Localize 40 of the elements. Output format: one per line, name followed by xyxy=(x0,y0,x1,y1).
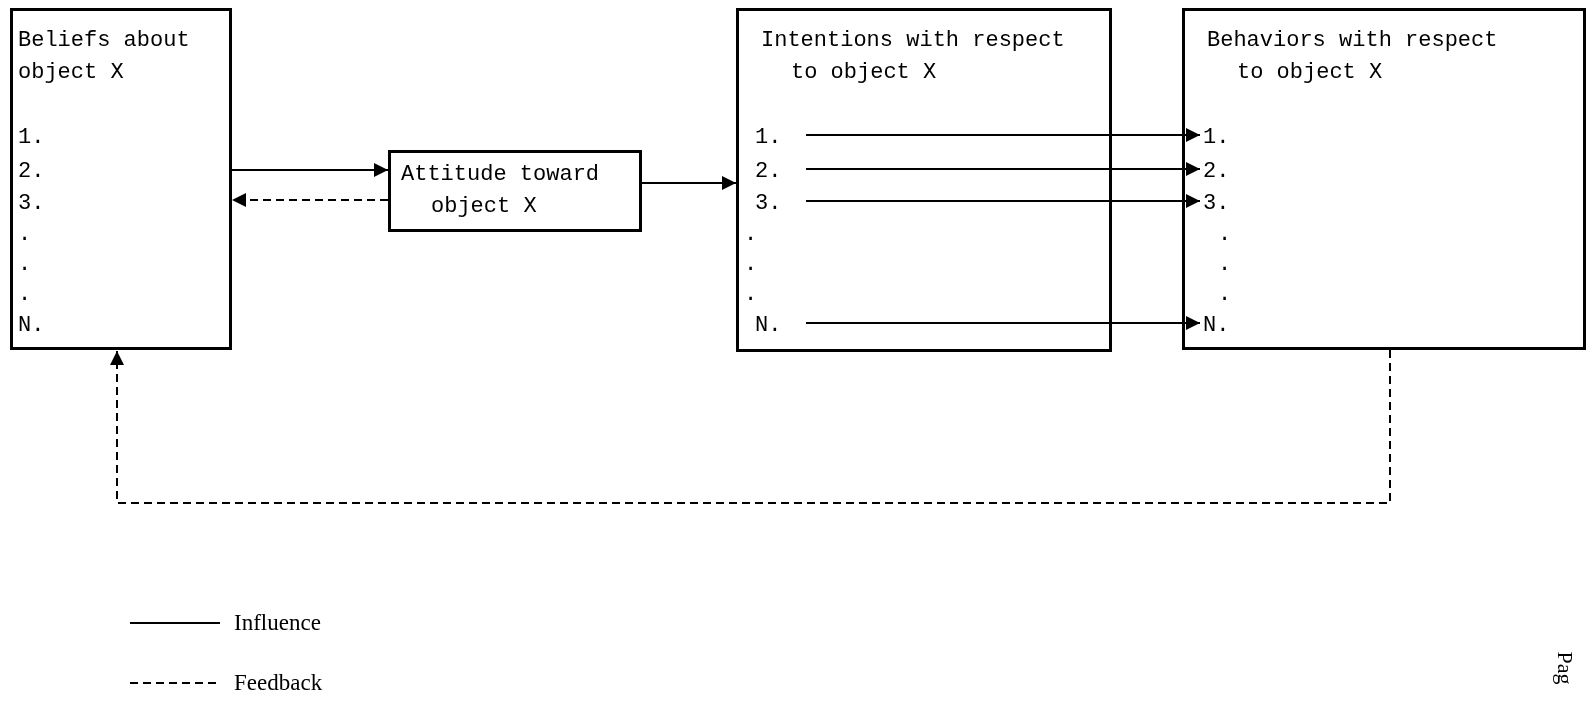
list-marker: . xyxy=(744,251,758,279)
legend-text: Influence xyxy=(234,609,321,637)
list-item: 3. xyxy=(1203,189,1243,219)
page-label: Pag xyxy=(1551,651,1578,685)
list-marker: . xyxy=(1218,281,1232,309)
list-item: 2. xyxy=(1203,157,1243,187)
list-item: 3. xyxy=(755,189,809,219)
feedback-arrow xyxy=(231,193,389,207)
list-item: 1. xyxy=(755,123,809,153)
influence-arrow xyxy=(805,316,1201,330)
box-heading: Behaviors with respect to object X xyxy=(1207,27,1499,87)
list-marker: . xyxy=(744,221,758,249)
box-heading: Beliefs about object X xyxy=(18,27,191,87)
influence-arrow xyxy=(641,176,737,190)
influence-arrow xyxy=(231,163,389,177)
concept-box xyxy=(388,150,642,232)
list-marker: . xyxy=(18,221,32,249)
list-item: N. xyxy=(1203,311,1243,341)
list-marker: N. xyxy=(18,312,45,340)
list-item: 2. xyxy=(755,157,809,187)
list-marker: . xyxy=(1218,221,1232,249)
list-marker: . xyxy=(18,281,32,309)
list-marker: 1. xyxy=(18,124,45,152)
list-marker: . xyxy=(18,251,32,279)
legend-text: Feedback xyxy=(234,669,323,697)
influence-arrow xyxy=(805,162,1201,176)
list-marker: . xyxy=(744,281,758,309)
list-item: 1. xyxy=(1203,123,1243,153)
concept-box xyxy=(736,8,1112,352)
concept-box xyxy=(1182,8,1586,350)
list-marker: . xyxy=(1218,251,1232,279)
list-marker: 3. xyxy=(18,190,45,218)
box-heading: Attitude toward object X xyxy=(401,161,601,221)
influence-arrow xyxy=(805,128,1201,142)
list-item: N. xyxy=(755,311,809,341)
influence-arrow xyxy=(805,194,1201,208)
feedback-arrow xyxy=(110,349,1391,504)
list-marker: 2. xyxy=(18,158,45,186)
box-heading: Intentions with respect to object X xyxy=(761,27,1066,87)
concept-box xyxy=(10,8,232,350)
